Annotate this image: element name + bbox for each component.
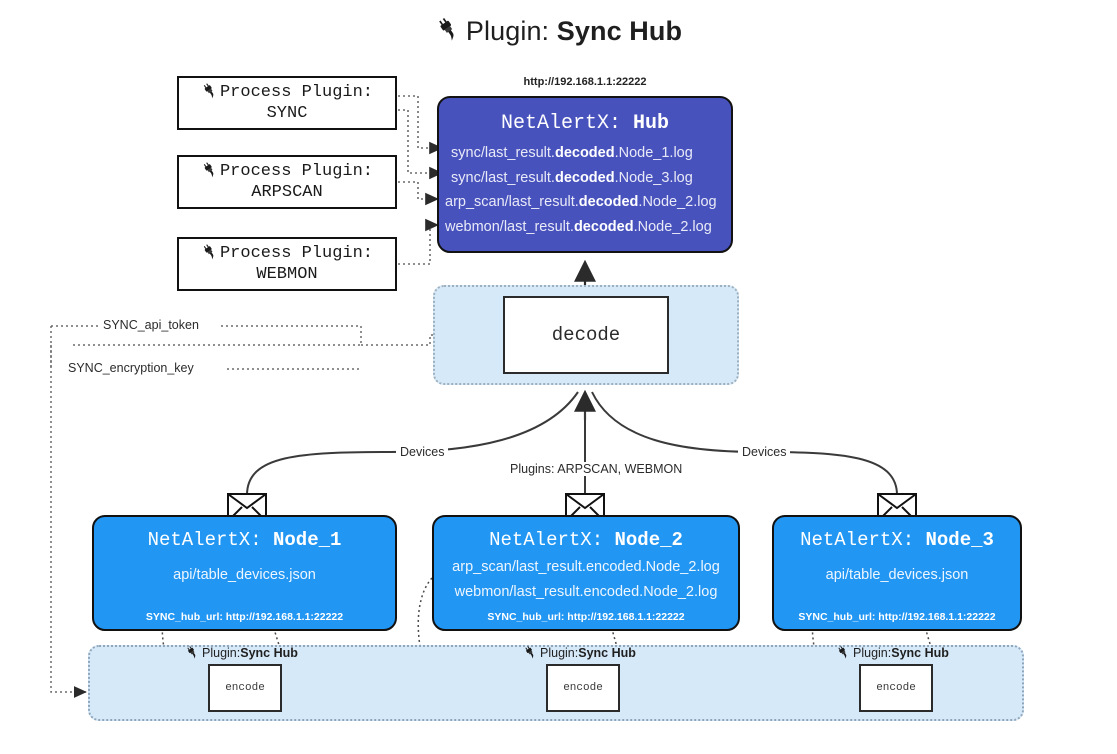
page-title-name: Sync Hub xyxy=(556,16,683,46)
node-hub-url: SYNC_hub_url: http://192.168.1.1:22222 xyxy=(798,611,996,623)
hub-log-line: arp_scan/last_result.decoded.Node_2.log xyxy=(439,190,731,215)
edge-webmon-to-hub xyxy=(398,218,439,265)
process-plugin-webmon[interactable]: Process Plugin: WEBMON xyxy=(177,237,397,291)
plugin-tag-name: Sync Hub xyxy=(578,646,636,660)
plug-icon xyxy=(185,645,202,661)
node-1[interactable]: NetAlertX: Node_1 api/table_devices.json… xyxy=(92,515,397,631)
node-line: api/table_devices.json xyxy=(173,567,316,583)
log-post: .Node_2.log xyxy=(638,194,717,210)
plugin-tag-prefix: Plugin: xyxy=(202,646,241,660)
node-title-name: Node_2 xyxy=(614,529,683,551)
page-title-prefix: Plugin: xyxy=(465,16,557,46)
node-hub-url: SYNC_hub_url: http://192.168.1.1:22222 xyxy=(487,611,685,623)
node-title-prefix: NetAlertX: xyxy=(147,529,273,551)
process-plugin-label: Process Plugin: xyxy=(219,162,374,181)
node-2[interactable]: NetAlertX: Node_2 arp_scan/last_result.e… xyxy=(432,515,740,631)
page-title: Plugin: Sync Hub xyxy=(0,16,1117,50)
hub-log-line: sync/last_result.decoded.Node_3.log xyxy=(439,166,731,191)
hub-log-line: webmon/last_result.decoded.Node_2.log xyxy=(439,215,731,240)
process-plugin-name: SYNC xyxy=(266,104,308,123)
log-post: .Node_1.log xyxy=(614,145,693,161)
log-em: decoded xyxy=(554,169,615,186)
edge-secrets xyxy=(50,325,499,698)
hub-log-list: sync/last_result.decoded.Node_1.log sync… xyxy=(439,141,731,239)
log-pre: arp_scan/last_result. xyxy=(445,194,579,210)
plug-icon xyxy=(523,645,540,661)
node-title-prefix: NetAlertX: xyxy=(800,529,926,551)
hub-node[interactable]: NetAlertX: Hub sync/last_result.decoded.… xyxy=(437,96,733,253)
log-post: .Node_3.log xyxy=(614,169,693,186)
log-em: decoded xyxy=(578,194,639,210)
node-hub-url: SYNC_hub_url: http://192.168.1.1:22222 xyxy=(145,611,344,623)
node-title-prefix: NetAlertX: xyxy=(489,529,615,551)
edge-label-plugins-center: Plugins: ARPSCAN, WEBMON xyxy=(506,462,687,476)
encode-box-node2[interactable]: encode xyxy=(546,664,620,712)
log-pre: webmon/last_result. xyxy=(445,218,574,235)
plugin-tag-name: Sync Hub xyxy=(891,646,949,660)
decode-box[interactable]: decode xyxy=(503,296,669,374)
node-line: webmon/last_result.encoded.Node_2.log xyxy=(454,584,718,600)
secret-label-encryption-key: SYNC_encryption_key xyxy=(64,361,198,375)
plug-icon xyxy=(201,82,220,104)
edge-label-devices-right: Devices xyxy=(738,445,791,459)
process-plugin-label: Process Plugin: xyxy=(219,244,374,263)
edge-node3-devices xyxy=(591,391,898,496)
node-title: NetAlertX: Node_1 xyxy=(94,529,395,551)
encode-box-node3[interactable]: encode xyxy=(859,664,933,712)
encode-box-node1[interactable]: encode xyxy=(208,664,282,712)
edge-sync-to-hub xyxy=(398,95,443,155)
plugin-tag-node2: Plugin: Sync Hub xyxy=(523,645,636,661)
plugin-tag-node1: Plugin: Sync Hub xyxy=(185,645,298,661)
plug-icon xyxy=(836,645,853,661)
log-em: decoded xyxy=(554,145,615,161)
hub-url-label: http://192.168.1.1:22222 xyxy=(523,76,647,88)
node-title: NetAlertX: Node_2 xyxy=(434,529,738,551)
plugin-tag-node3: Plugin: Sync Hub xyxy=(836,645,949,661)
edge-arpscan-to-hub xyxy=(398,181,439,206)
process-plugin-name: WEBMON xyxy=(256,265,318,284)
hub-log-line: sync/last_result.decoded.Node_1.log xyxy=(439,141,731,166)
plugin-tag-name: Sync Hub xyxy=(240,646,298,660)
plug-icon xyxy=(435,16,462,50)
node-title-name: Node_1 xyxy=(273,529,342,551)
node-line-list: arp_scan/last_result.encoded.Node_2.log … xyxy=(434,555,738,605)
edge-label-devices-left: Devices xyxy=(396,445,449,459)
hub-title-name: Hub xyxy=(633,112,670,135)
plugin-tag-prefix: Plugin: xyxy=(540,646,579,660)
process-plugin-label: Process Plugin: xyxy=(219,83,374,102)
plugin-tag-prefix: Plugin: xyxy=(853,646,892,660)
node-line: api/table_devices.json xyxy=(825,567,969,583)
node-line: arp_scan/last_result.encoded.Node_2.log xyxy=(452,559,720,575)
node-title-name: Node_3 xyxy=(925,529,994,551)
log-post: .Node_2.log xyxy=(633,218,712,235)
process-plugin-name: ARPSCAN xyxy=(251,183,323,202)
node-title: NetAlertX: Node_3 xyxy=(774,529,1020,551)
secret-label-api-token: SYNC_api_token xyxy=(99,318,203,332)
log-pre: sync/last_result. xyxy=(451,145,555,161)
edge-sync-to-hub-2 xyxy=(398,109,443,180)
log-pre: sync/last_result. xyxy=(451,169,555,186)
process-plugin-arpscan[interactable]: Process Plugin: ARPSCAN xyxy=(177,155,397,209)
plug-icon xyxy=(201,161,220,183)
hub-title-prefix: NetAlertX: xyxy=(500,112,633,135)
node-3[interactable]: NetAlertX: Node_3 api/table_devices.json… xyxy=(772,515,1022,631)
plug-icon xyxy=(201,243,220,265)
hub-title: NetAlertX: Hub xyxy=(439,112,731,135)
edge-node1-devices xyxy=(246,391,579,496)
log-em: decoded xyxy=(573,218,634,235)
process-plugin-sync[interactable]: Process Plugin: SYNC xyxy=(177,76,397,130)
